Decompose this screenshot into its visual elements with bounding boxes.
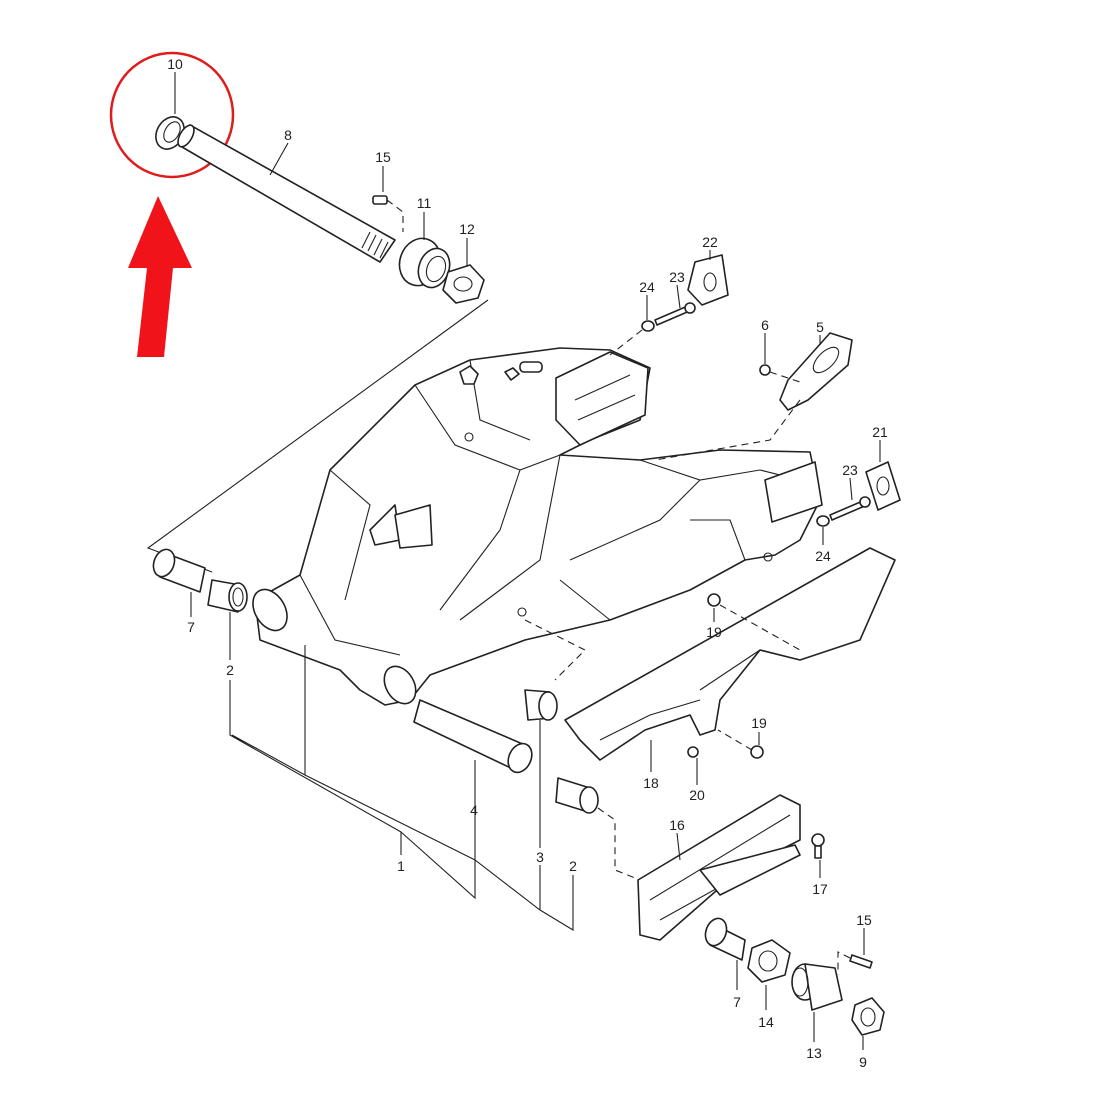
callout-1: 1: [397, 858, 405, 874]
callout-2-lower: 2: [569, 858, 577, 874]
part-3-bearing[interactable]: [524, 689, 558, 721]
callout-16: 16: [669, 817, 685, 833]
callout-8: 8: [284, 127, 292, 143]
callout-19: 19: [706, 624, 722, 640]
callout-15: 15: [375, 149, 391, 165]
callout-10: 10: [167, 56, 183, 72]
callout-22: 22: [702, 234, 718, 250]
swingarm-body[interactable]: [246, 347, 823, 709]
callout-20: 20: [689, 787, 705, 803]
part-14-nut[interactable]: [747, 939, 791, 983]
callout-7: 7: [187, 619, 195, 635]
part-24-washer-right[interactable]: [816, 515, 830, 527]
part-15-bolt[interactable]: [372, 195, 404, 232]
part-10-ring[interactable]: [150, 112, 190, 154]
part-7-bushing-lower[interactable]: [702, 915, 746, 961]
callout-23: 23: [669, 269, 685, 285]
part-2-bearing-lower[interactable]: [555, 777, 599, 814]
callout-4: 4: [470, 802, 478, 818]
part-17-bolt[interactable]: [811, 833, 825, 859]
part-22-plate[interactable]: [687, 254, 729, 306]
part-12-nut[interactable]: [442, 264, 485, 304]
part-23-bolt-right[interactable]: [829, 496, 871, 521]
callout-3: 3: [536, 849, 544, 865]
part-8-axle[interactable]: [175, 123, 396, 263]
part-23-bolt[interactable]: [654, 302, 696, 326]
callout-12: 12: [459, 221, 475, 237]
callout-5: 5: [816, 319, 824, 335]
part-21-plate[interactable]: [865, 461, 901, 511]
callout-18: 18: [643, 775, 659, 791]
part-6-screw[interactable]: [759, 364, 771, 376]
callout-24-right: 24: [815, 548, 831, 564]
callout-2: 2: [226, 662, 234, 678]
callout-11: 11: [417, 195, 432, 211]
callout-23-right: 23: [842, 462, 858, 478]
part-4-pipe[interactable]: [413, 699, 536, 776]
part-19-screw[interactable]: [707, 593, 721, 607]
part-9-nut[interactable]: [851, 997, 885, 1036]
callout-21: 21: [872, 424, 888, 440]
callout-7-lower: 7: [733, 994, 741, 1010]
part-7-bushing[interactable]: [150, 546, 206, 593]
callout-19-lower: 19: [751, 715, 767, 731]
part-5-guard[interactable]: [779, 332, 853, 411]
part-16-chain-slider[interactable]: [637, 794, 801, 941]
callout-17: 17: [812, 881, 828, 897]
part-11-adjuster[interactable]: [393, 233, 455, 292]
highlight-arrow-icon: [128, 196, 192, 357]
part-24-washer[interactable]: [641, 320, 655, 332]
part-15-bolt-lower[interactable]: [849, 954, 873, 969]
part-18-chain-guard[interactable]: [564, 547, 896, 761]
callout-13: 13: [806, 1045, 822, 1061]
part-19-screw-lower[interactable]: [750, 745, 764, 759]
callout-9: 9: [859, 1054, 867, 1070]
callout-6: 6: [761, 317, 769, 333]
callout-24: 24: [639, 279, 655, 295]
highlight-circle: [109, 51, 235, 179]
part-2-bearing[interactable]: [207, 579, 248, 613]
part-20-screw[interactable]: [687, 746, 699, 758]
callout-14: 14: [758, 1014, 774, 1030]
callout-15-lower: 15: [856, 912, 872, 928]
part-13-adjuster[interactable]: [791, 963, 843, 1011]
